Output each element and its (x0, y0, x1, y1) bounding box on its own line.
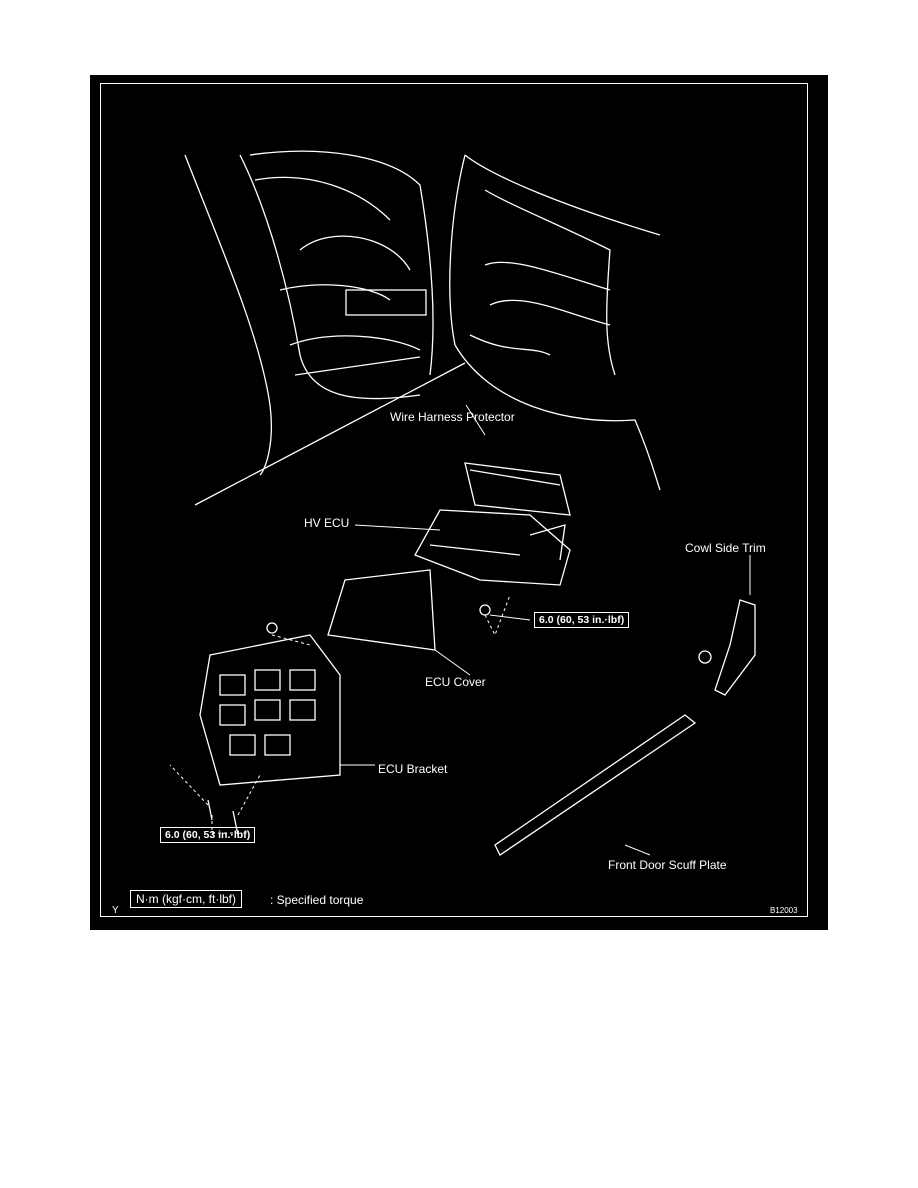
torque-spec-bracket-bolts: 6.0 (60, 53 in.·lbf) (160, 827, 256, 843)
label-hv-ecu: HV ECU (304, 516, 350, 530)
hv-ecu (414, 509, 571, 586)
diagram-frame (100, 83, 808, 917)
wire-harness-protector (464, 462, 571, 516)
relay-block (345, 289, 427, 316)
ecu-bracket (199, 634, 341, 786)
front-door-scuff-plate (494, 714, 697, 856)
figure-id: B12003 (770, 906, 798, 915)
legend-unit-box: N·m (kgf·cm, ft·lbf) (130, 890, 242, 908)
cowl-side-trim (714, 599, 756, 696)
door (449, 154, 661, 491)
label-ecu-bracket: ECU Bracket (378, 762, 448, 776)
label-front-door-scuff-plate: Front Door Scuff Plate (608, 858, 727, 872)
sill-line (194, 362, 466, 506)
ecu-cover (327, 569, 436, 651)
body-pillar (184, 154, 272, 476)
legend-marker: Y (112, 905, 119, 916)
label-cowl-side-trim: Cowl Side Trim (685, 541, 766, 555)
legend-description: : Specified torque (270, 893, 364, 907)
exploded-diagram: Wire Harness Protector HV ECU Cowl Side … (90, 75, 828, 930)
label-ecu-cover: ECU Cover (425, 675, 486, 689)
line-art (169, 150, 756, 856)
label-wire-harness-protector: Wire Harness Protector (390, 410, 515, 424)
torque-spec-ecu-nut: 6.0 (60, 53 in.·lbf) (534, 612, 630, 628)
